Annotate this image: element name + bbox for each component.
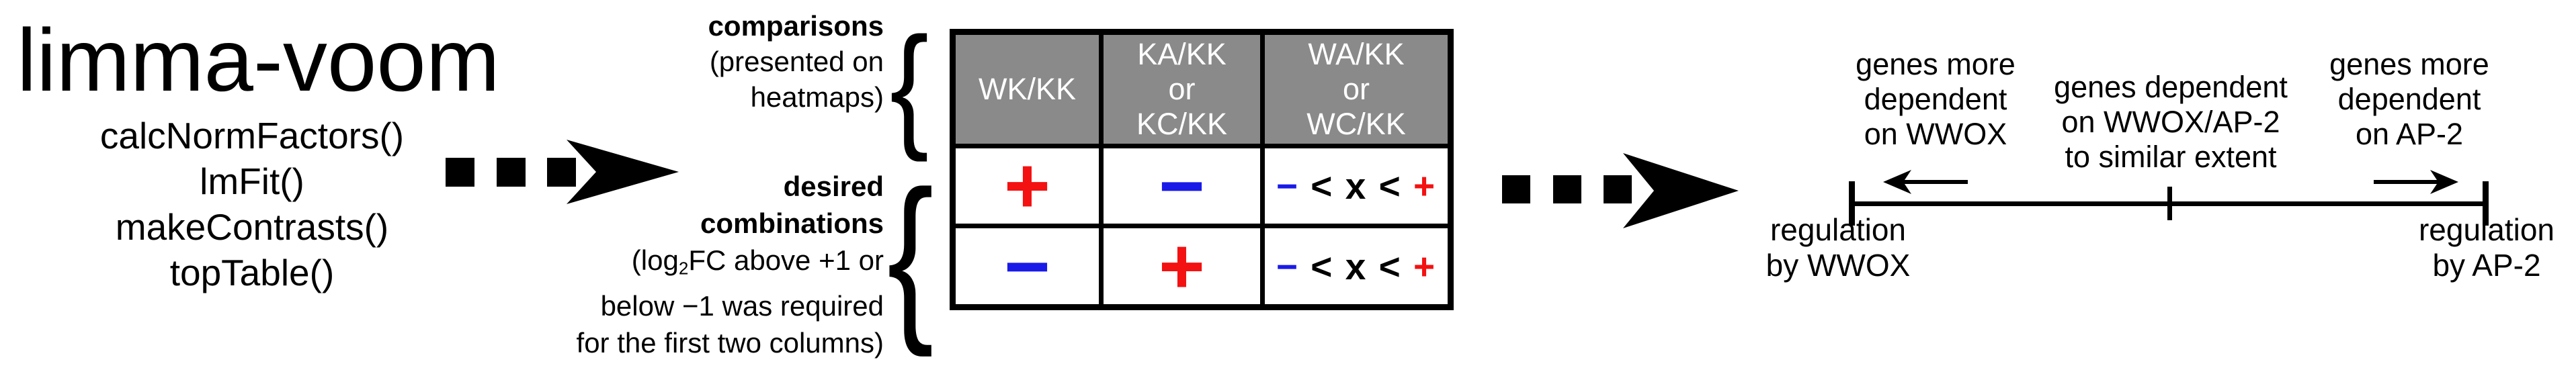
log2-subscript: 2 <box>678 258 689 279</box>
dash-square <box>497 158 526 187</box>
function-makecontrasts: makeContrasts() <box>115 206 389 248</box>
axis-tick-left <box>1849 181 1855 226</box>
combinations-label-line5: for the first two columns) <box>576 326 884 359</box>
left-arrow-icon <box>1883 170 1968 194</box>
comparisons-label-line1: comparisons <box>708 10 884 42</box>
combinations-label-line4: below −1 was required <box>600 289 884 322</box>
pipeline-function-list: calcNormFactors() lmFit() makeContrasts(… <box>60 113 444 295</box>
table-row1-cell2: − <box>1104 142 1260 230</box>
combinations-label-line2: combinations <box>700 207 884 239</box>
range-expression: − < x < + <box>1276 245 1437 287</box>
brace-combinations: { <box>887 153 934 359</box>
function-calcnormfactors: calcNormFactors() <box>99 115 405 156</box>
table-row2-cell1: − <box>956 222 1099 311</box>
combinations-label-line3: (log2FC above +1 or <box>631 244 884 279</box>
dashed-arrow-1 <box>444 140 680 204</box>
axis-tick-middle <box>2167 187 2172 220</box>
axis-label-wwox-dependent: genes more dependent on WWOX <box>1856 47 2016 151</box>
plus-sign: + <box>1004 142 1050 230</box>
arrowhead-icon <box>567 140 679 204</box>
comparisons-label-line3: heatmaps) <box>750 81 884 113</box>
pipeline-title: limma-voom <box>17 11 500 109</box>
dash-square <box>1604 175 1632 203</box>
axis-end-label-ap2: regulation by AP-2 <box>2418 212 2555 283</box>
axis-end-label-wwox: regulation by WWOX <box>1765 212 1911 283</box>
table-row2-cell2: + <box>1104 222 1260 311</box>
combinations-label: desired combinations (log2FC above +1 or… <box>517 168 884 361</box>
dash-square <box>1502 175 1530 203</box>
brace-comparisons: { <box>890 9 929 162</box>
plus-sign: + <box>1159 222 1205 311</box>
comparisons-label-line2: (presented on <box>709 46 884 77</box>
dash-square <box>547 158 576 187</box>
arrowhead-icon <box>1623 153 1739 228</box>
table-row1-cell3: − < x < + <box>1265 148 1448 224</box>
dash-square <box>446 158 474 187</box>
dash-square <box>1553 175 1581 203</box>
header-cell-wkkk: WK/KK <box>956 35 1099 144</box>
table-row2-cell3: − < x < + <box>1265 228 1448 304</box>
function-lmfit: lmFit() <box>200 160 304 202</box>
minus-sign: − <box>1004 222 1050 311</box>
comparisons-label: comparisons (presented on heatmaps) <box>638 8 884 115</box>
axis-tick-right <box>2483 181 2489 226</box>
axis-label-similar-extent: genes dependent on WWOX/AP-2 to similar … <box>2054 70 2288 174</box>
combinations-label-line1: desired <box>783 171 884 202</box>
function-toptable: topTable() <box>169 252 335 293</box>
comparison-table: WK/KK KA/KK or KC/KK WA/KK or WC/KK + − … <box>950 29 1454 310</box>
header-cell-wawc: WA/KK or WC/KK <box>1265 35 1448 144</box>
right-arrow-icon <box>2374 170 2458 194</box>
axis-label-ap2-dependent: genes more dependent on AP-2 <box>2329 47 2489 151</box>
table-row1-cell1: + <box>956 142 1099 230</box>
minus-sign: − <box>1159 142 1205 230</box>
header-cell-kakc: KA/KK or KC/KK <box>1104 35 1260 144</box>
range-expression: − < x < + <box>1276 165 1437 207</box>
dashed-arrow-2 <box>1500 153 1742 228</box>
